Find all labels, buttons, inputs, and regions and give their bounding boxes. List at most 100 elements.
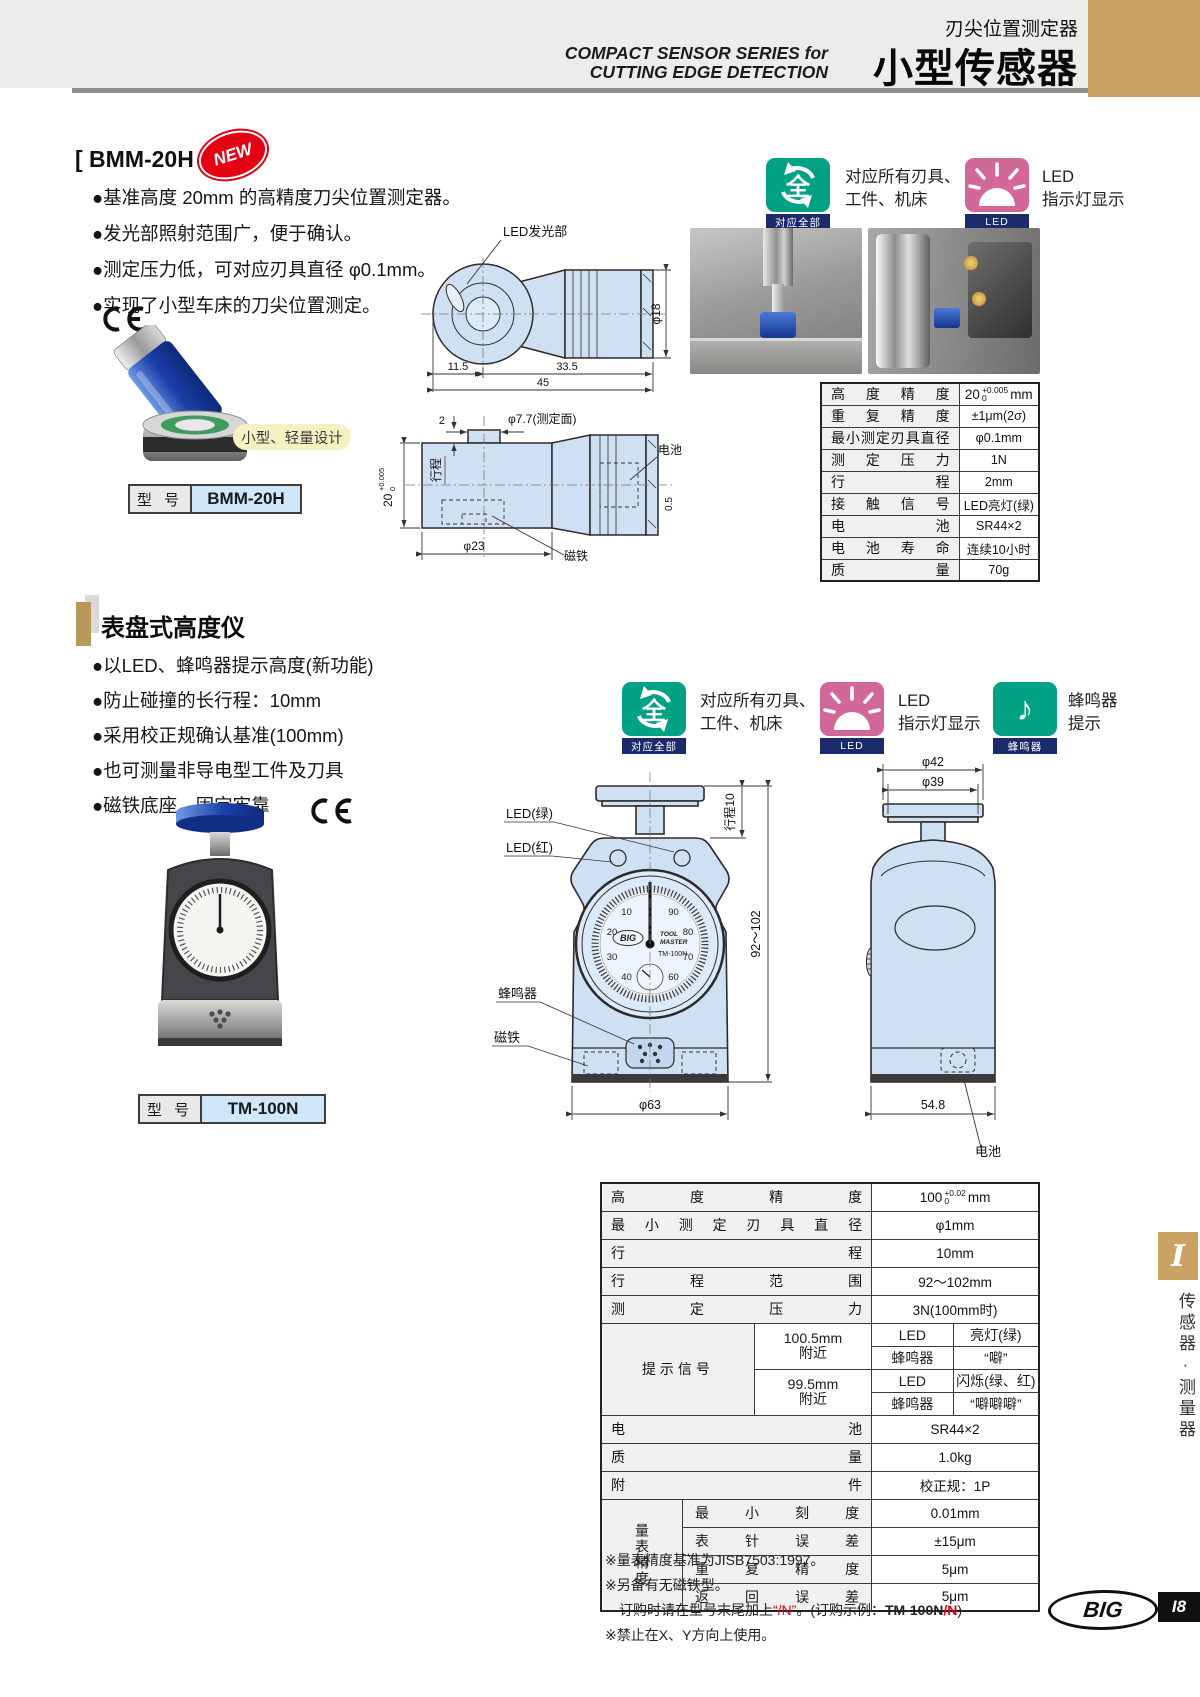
product-photo-tm100n — [158, 803, 282, 1046]
buzzer-caption: 蜂鸣器 — [993, 738, 1057, 754]
dim-d42: φ42 — [922, 755, 944, 769]
badge-all-tools-text: 对应所有刃具、 工件、机床 — [845, 168, 961, 209]
title-bar-gold — [76, 602, 91, 646]
dwg2-tol-up: +0.005 — [377, 468, 386, 491]
dwg2-tol-dn: 0 — [388, 487, 397, 491]
section-index-tab: I — [1158, 1232, 1198, 1280]
badge-buzzer: ♪ 蜂鸣器 — [993, 682, 1057, 754]
dial-brand-line1: TOOL — [660, 931, 678, 938]
dwg1-dim-d18: φ18 — [649, 303, 663, 324]
design-pill: 小型、轻量设计 — [233, 424, 351, 450]
dwg2-magnet-label: 磁铁 — [564, 548, 588, 563]
bullet: ●实现了小型车床的刀尖位置测定。 — [92, 295, 381, 316]
bullet: ●发光部照射范围广，便于确认。 — [92, 223, 363, 244]
model-label: 型 号 — [138, 1094, 202, 1124]
bullet: ●防止碰撞的长行程：10mm — [92, 690, 322, 711]
dim-d63: φ63 — [639, 1098, 661, 1112]
dim-92-102: 92～102 — [749, 910, 763, 957]
dwg2-dim-05: 0.5 — [664, 497, 675, 511]
dial-brand: BIG — [620, 933, 636, 943]
photo-lathe-machine — [868, 228, 1040, 374]
dwg1-led-label: LED发光部 — [503, 224, 567, 239]
photo-milling-machine — [690, 228, 862, 374]
footnote: ※量表精度基准为JISB7503:1997。 — [605, 1552, 825, 1568]
table-row: 电池寿命连续10小时 — [820, 536, 1040, 560]
header-band — [0, 0, 1088, 88]
header-gold-block — [1088, 0, 1200, 97]
bullet: ●也可测量非导电型工件及刀具 — [92, 760, 344, 781]
model-table-bmm20h: 型 号 BMM-20H — [128, 484, 302, 514]
bullet: ●采用校正规确认基准(100mm) — [92, 725, 344, 746]
all-tools-glyph: 全 — [785, 173, 811, 201]
label-magnet: 磁铁 — [494, 1030, 520, 1045]
bullet: ●测定压力低，可对应刃具直径 φ0.1mm。 — [92, 259, 436, 280]
header-rule — [72, 88, 1088, 93]
label-buzzer: 蜂鸣器 — [498, 986, 537, 1001]
badge-buzzer-text: 蜂鸣器 提示 — [1068, 692, 1118, 733]
section2-bullets: ●以LED、蜂鸣器提示高度(新功能) ●防止碰撞的长行程：10mm ●采用校正规… — [92, 648, 374, 823]
table-row-gauge: 表针误差±15μm — [601, 1526, 1040, 1556]
dial-model: TM-100N — [658, 951, 687, 958]
ce-mark-icon — [103, 306, 144, 332]
header-title-en: COMPACT SENSOR SERIES for CUTTING EDGE D… — [565, 44, 828, 82]
badge-led: LED — [965, 158, 1029, 230]
section-index-label: 传感器·测量器 — [1176, 1292, 1195, 1441]
drawing-tm100n-side-view: φ42 φ39 54.8 电池 — [864, 755, 1001, 1159]
dwg1-dim-45: 45 — [537, 377, 549, 389]
svg-text:20: 20 — [607, 927, 618, 938]
badge-all-tools: 全 对应全部 — [766, 158, 830, 230]
table-row: 附件校正规：1P — [600, 1470, 1040, 1500]
ce-mark-icon — [311, 798, 352, 824]
footnotes: ※量表精度基准为JISB7503:1997。 ※另备有无磁铁型。 订购时请在型号… — [605, 1548, 962, 1648]
table-row-signal: 蜂鸣器 “噼” — [601, 1345, 1040, 1370]
badge-led: LED — [820, 682, 884, 754]
model-value: BMM-20H — [190, 484, 302, 514]
bullet: ●基准高度 20mm 的高精度刀尖位置测定器。 — [92, 187, 461, 208]
header-title-en-line1: COMPACT SENSOR SERIES for — [564, 43, 828, 63]
svg-text:60: 60 — [668, 972, 679, 983]
section2-title: 表盘式高度仪 — [101, 615, 245, 642]
section1-title: [ BMM-20H ] — [75, 146, 208, 172]
dim-stroke10: 行程10 — [722, 793, 737, 831]
header-subtitle-zh: 刃尖位置测定器 — [944, 19, 1078, 40]
header-title-en-line2: CUTTING EDGE DETECTION — [589, 62, 828, 82]
dwg2-dim-d77: φ7.7(测定面) — [508, 411, 576, 426]
badge-all-tools: 全 对应全部 — [622, 682, 686, 754]
dim-548: 54.8 — [921, 1098, 945, 1112]
svg-text:70: 70 — [683, 952, 694, 963]
svg-text:80: 80 — [683, 927, 694, 938]
led-icon — [823, 686, 881, 730]
svg-text:90: 90 — [668, 907, 679, 918]
led-caption: LED — [820, 738, 884, 754]
all-tools-icon: 全 — [781, 162, 815, 208]
dwg1-dim-11-5: 11.5 — [448, 361, 469, 373]
label-led-green: LED(绿) — [506, 806, 553, 821]
drawing-bmm20h-side-view: φ7.7(测定面) 2 行程 20 +0.005 0 φ23 磁铁 电池 0.5 — [377, 411, 682, 563]
label-battery: 电池 — [975, 1144, 1001, 1159]
table-row-signal: 蜂鸣器 “噼噼噼” — [601, 1391, 1040, 1416]
led-icon — [968, 162, 1026, 206]
dwg2-dim-20: 20 — [381, 493, 395, 507]
page-title: 小型传感器 — [873, 47, 1078, 91]
model-label: 型 号 — [128, 484, 192, 514]
model-value: TM-100N — [200, 1094, 326, 1124]
dwg1-dim-33-5: 33.5 — [556, 361, 577, 373]
all-tools-caption: 对应全部 — [766, 214, 830, 230]
page-number: I8 — [1158, 1592, 1200, 1622]
